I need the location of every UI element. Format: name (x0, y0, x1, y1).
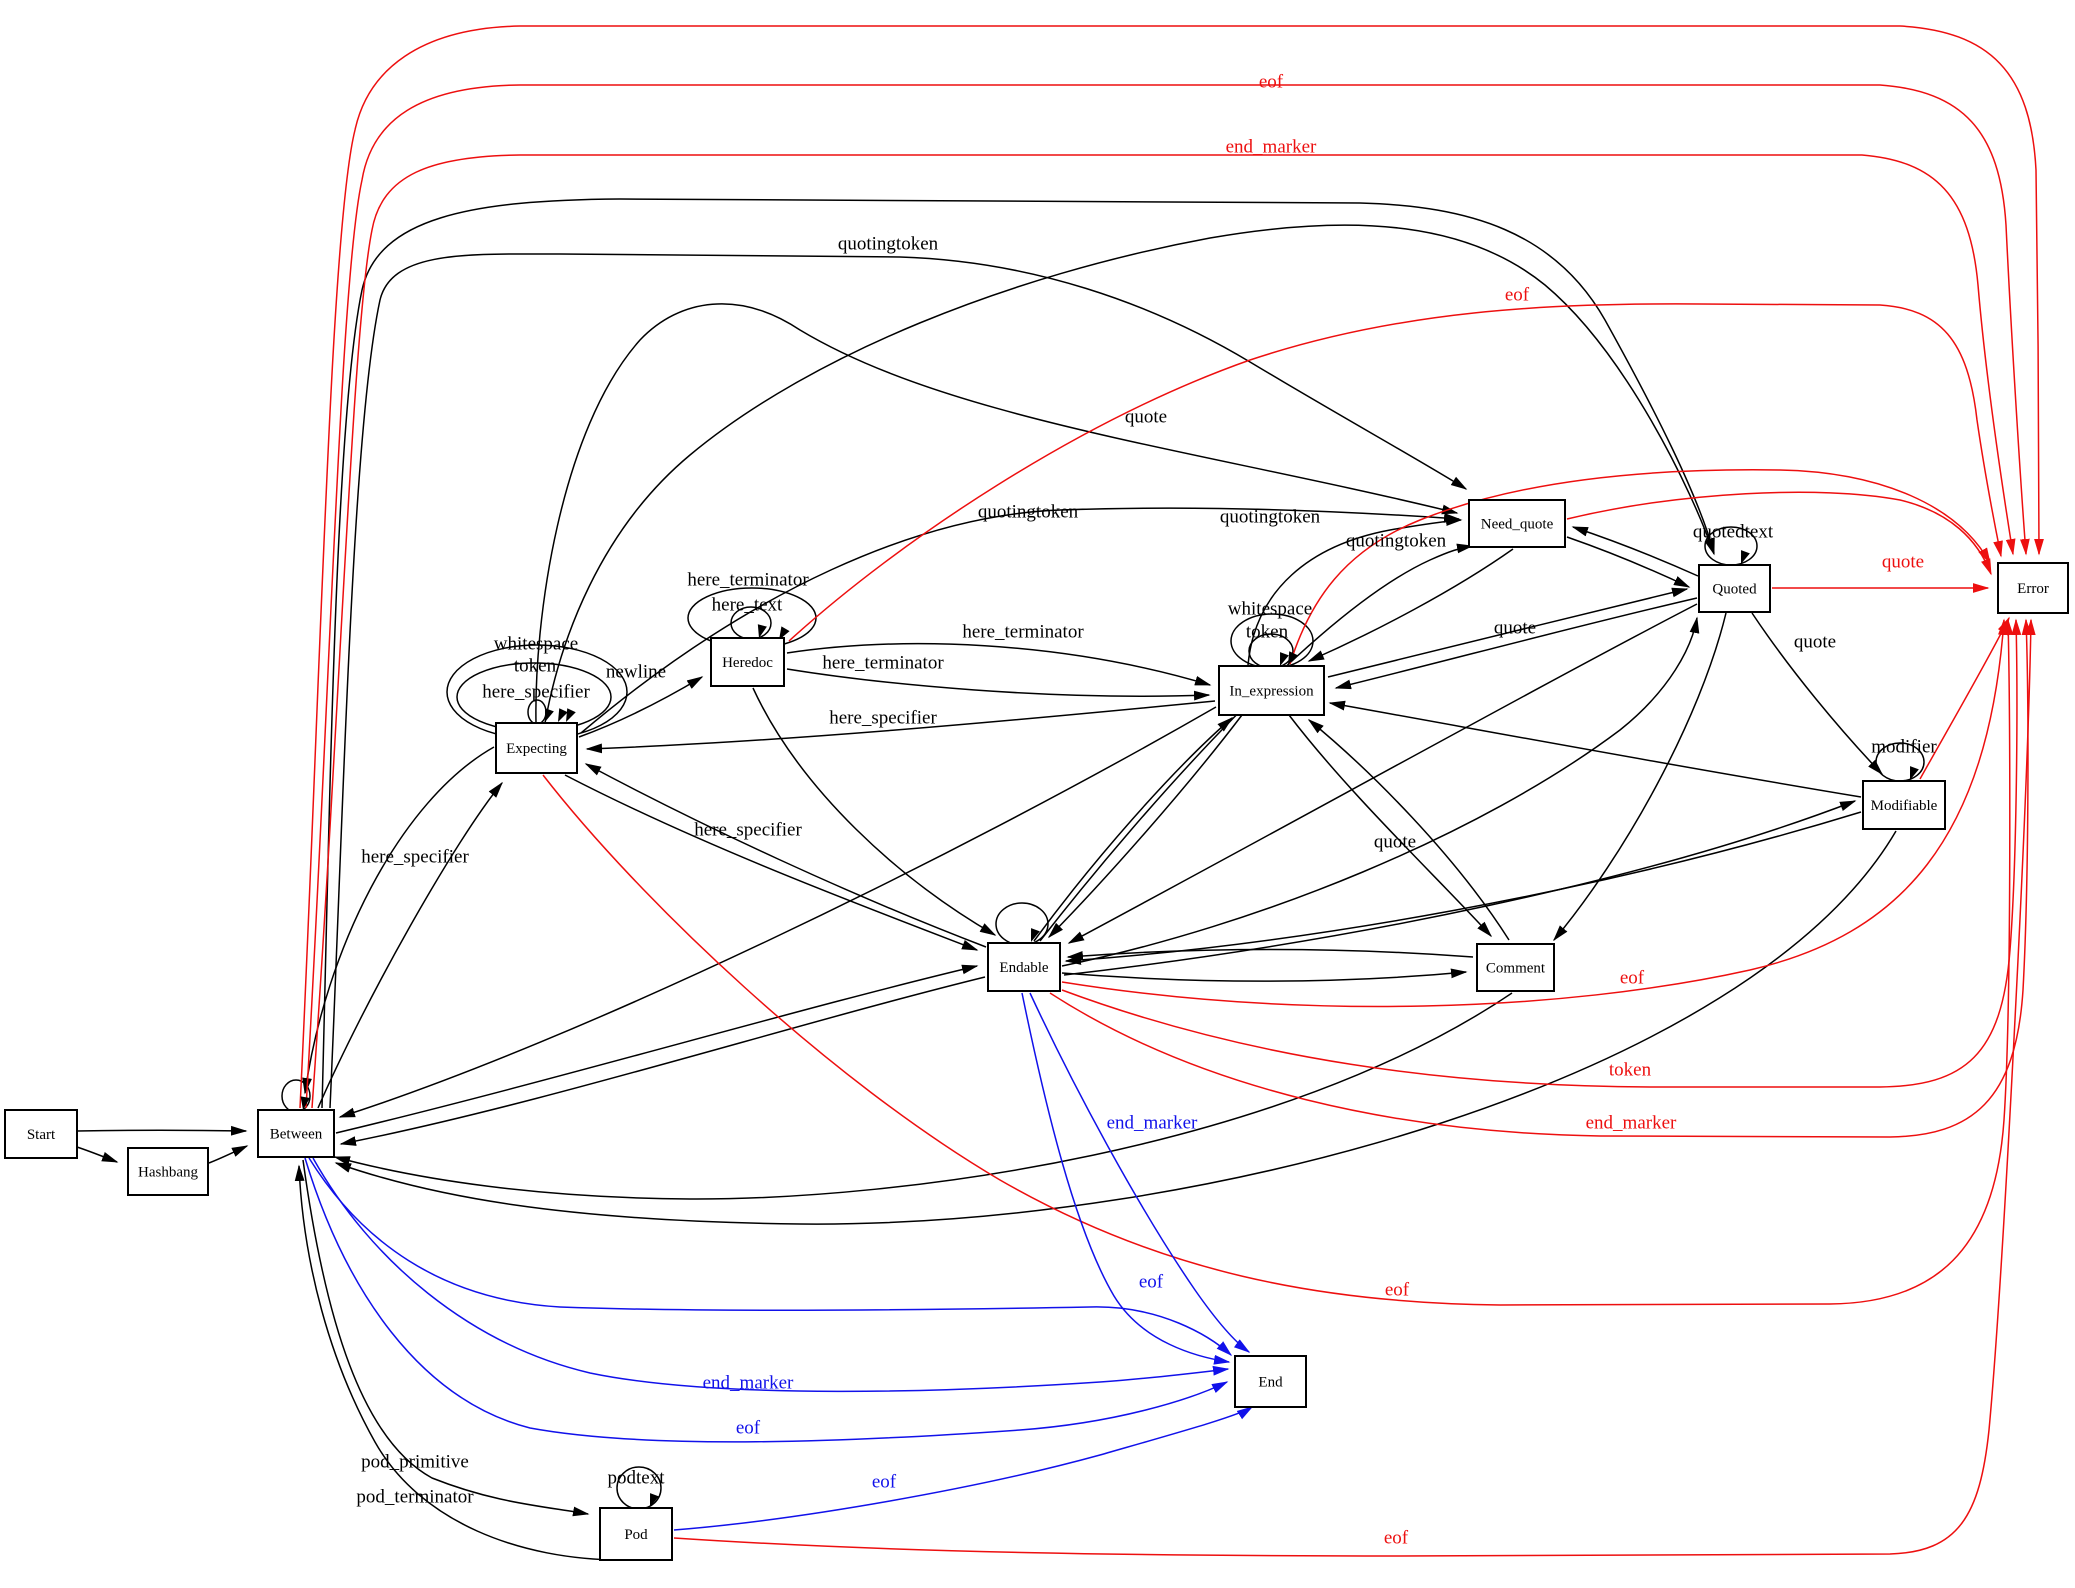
svg-text:quote: quote (1882, 552, 1924, 573)
svg-text:here_specifier: here_specifier (829, 708, 937, 729)
svg-text:eof: eof (1139, 1272, 1164, 1293)
svg-text:newline: newline (606, 662, 666, 683)
svg-text:end_marker: end_marker (1226, 137, 1317, 158)
svg-text:quote: quote (1374, 832, 1416, 853)
svg-text:Endable: Endable (999, 960, 1048, 976)
svg-text:podtext: podtext (608, 1468, 666, 1489)
svg-text:here_terminator: here_terminator (822, 653, 944, 674)
svg-text:eof: eof (872, 1472, 897, 1493)
svg-text:quotingtoken: quotingtoken (838, 234, 939, 255)
svg-text:In_expression: In_expression (1229, 684, 1314, 700)
svg-text:End: End (1258, 1375, 1283, 1391)
svg-text:quotingtoken: quotingtoken (978, 502, 1079, 523)
svg-text:eof: eof (1384, 1528, 1409, 1549)
svg-text:Error: Error (2017, 581, 2049, 597)
svg-text:here_specifier: here_specifier (694, 820, 802, 841)
svg-text:here_terminator: here_terminator (687, 570, 809, 591)
svg-text:here_specifier: here_specifier (482, 682, 590, 703)
svg-text:quotingtoken: quotingtoken (1346, 531, 1447, 552)
svg-text:quote: quote (1125, 407, 1167, 428)
svg-text:Quoted: Quoted (1712, 582, 1757, 598)
svg-text:quote: quote (1794, 632, 1836, 653)
svg-text:eof: eof (1385, 1280, 1410, 1301)
svg-text:eof: eof (1620, 968, 1645, 989)
svg-text:quote: quote (1494, 618, 1536, 639)
svg-text:pod_primitive: pod_primitive (361, 1452, 469, 1473)
svg-text:Comment: Comment (1486, 961, 1546, 977)
svg-text:Heredoc: Heredoc (722, 655, 773, 671)
svg-text:Hashbang: Hashbang (138, 1165, 198, 1181)
svg-text:Expecting: Expecting (506, 741, 567, 757)
svg-text:Start: Start (27, 1127, 56, 1143)
svg-text:token: token (514, 656, 557, 677)
svg-text:quotedtext: quotedtext (1693, 522, 1774, 543)
svg-text:eof: eof (1505, 285, 1530, 306)
svg-text:here_terminator: here_terminator (962, 622, 1084, 643)
svg-text:whitespace: whitespace (494, 634, 578, 655)
svg-text:Pod: Pod (624, 1527, 648, 1543)
svg-text:eof: eof (736, 1418, 761, 1439)
svg-text:eof: eof (1259, 72, 1284, 93)
svg-text:Between: Between (270, 1127, 323, 1143)
svg-text:token: token (1609, 1060, 1652, 1081)
svg-text:Modifiable: Modifiable (1871, 798, 1938, 814)
svg-text:pod_terminator: pod_terminator (356, 1487, 474, 1508)
svg-text:end_marker: end_marker (1107, 1113, 1198, 1134)
svg-text:here_text: here_text (712, 595, 783, 616)
svg-text:end_marker: end_marker (1586, 1113, 1677, 1134)
svg-text:token: token (1246, 622, 1289, 643)
svg-text:whitespace: whitespace (1228, 599, 1312, 620)
svg-text:modifier: modifier (1871, 737, 1937, 758)
svg-text:here_specifier: here_specifier (361, 847, 469, 868)
svg-text:Need_quote: Need_quote (1481, 517, 1554, 533)
svg-text:end_marker: end_marker (703, 1373, 794, 1394)
svg-text:quotingtoken: quotingtoken (1220, 507, 1321, 528)
